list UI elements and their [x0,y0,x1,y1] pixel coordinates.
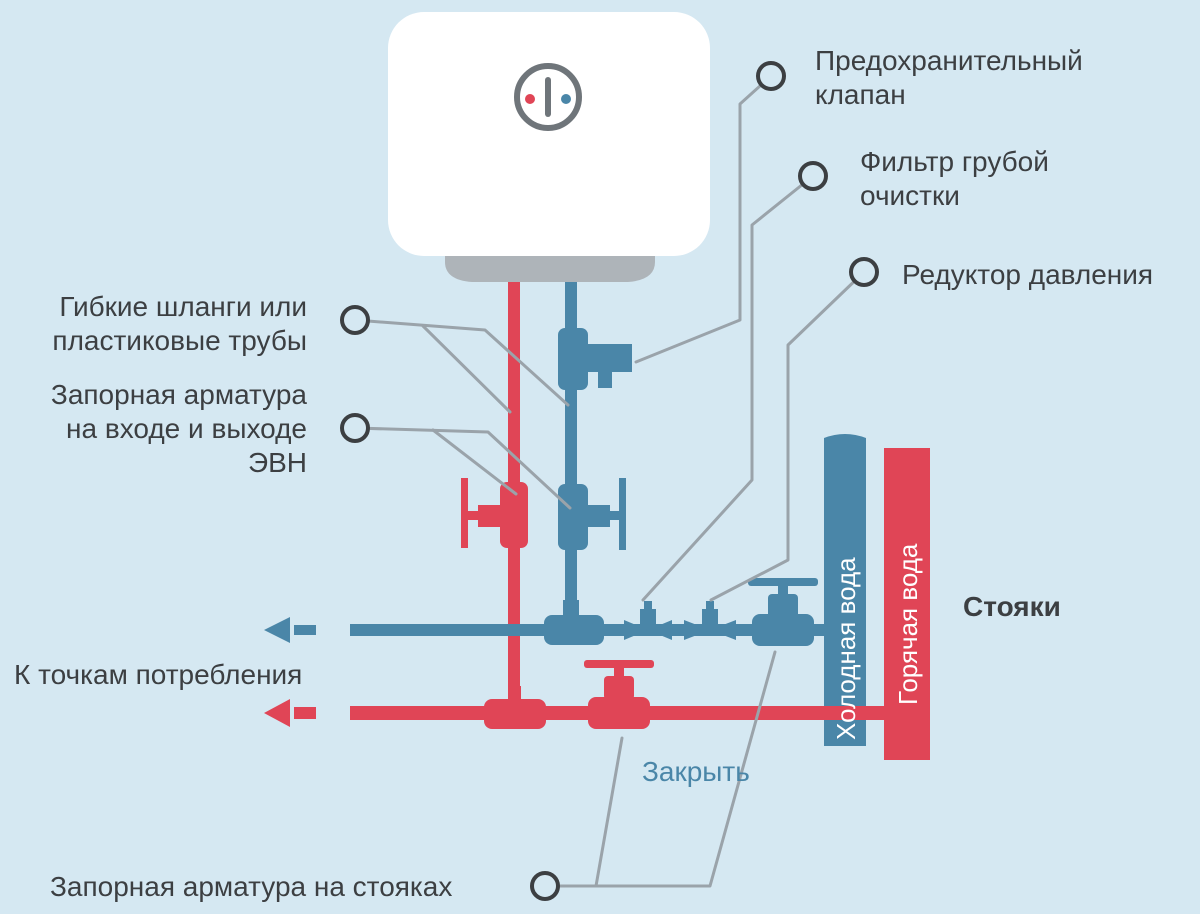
ring-markers [340,61,879,901]
coarse-filter-label-line2: очистки [860,180,960,211]
safety-valve-label-line2: клапан [815,79,906,110]
hot-water-riser [884,448,930,760]
riser-shutoff-label: Запорная арматура на стояках [50,871,453,902]
safety-valve-label: Предохранительный клапан [815,44,1083,112]
ring-marker-icon [849,257,879,287]
ring-marker-icon [340,305,370,335]
shutoff-evn-label-line3: ЭВН [247,447,307,478]
cold-water-pipes [264,282,826,646]
pressure-reducer-label: Редуктор давления [902,259,1154,290]
hot-water-label: Горячая вода [893,543,923,705]
hoses-label: Гибкие шланги или пластиковые трубы [52,290,307,358]
coarse-filter-label: Фильтр грубой очистки [860,145,1049,213]
heater-body [388,12,710,256]
coarse-filter-label-line1: Фильтр грубой [860,146,1049,177]
shutoff-evn-label: Запорная арматура на входе и выходе ЭВН [51,378,307,480]
shutoff-evn-label-line2: на входе и выходе [66,413,307,444]
cold-water-label: Холодная вода [831,557,861,740]
leader-lines [353,74,866,888]
close-label: Закрыть [642,756,750,787]
ring-marker-icon [530,871,560,901]
thermostat-dial-icon [514,63,582,131]
consumers-label: К точкам потребления [14,659,303,690]
cold-water-riser [824,434,866,746]
shutoff-evn-label-line1: Запорная арматура [50,379,307,410]
safety-valve-label-line1: Предохранительный [815,45,1083,76]
water-heater [388,12,710,282]
hot-water-pipes [264,282,886,729]
ring-marker-icon [756,61,786,91]
hoses-label-line1: Гибкие шланги или [59,291,307,322]
hoses-label-line2: пластиковые трубы [52,325,307,356]
ring-marker-icon [798,161,828,191]
ring-marker-icon [340,413,370,443]
risers-label: Стояки [963,591,1061,622]
